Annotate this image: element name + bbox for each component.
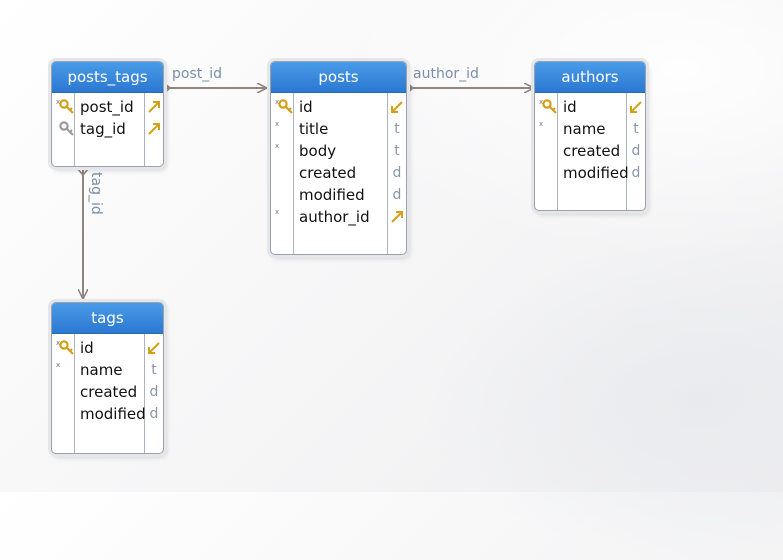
key-gray-icon bbox=[59, 121, 74, 136]
type-marker: t bbox=[633, 121, 639, 137]
nullable-x-icon: x bbox=[539, 98, 544, 106]
relation-tag-id-connector[interactable] bbox=[76, 167, 90, 298]
nullable-x-icon: x bbox=[56, 339, 61, 347]
column-name: name bbox=[563, 120, 606, 138]
column-name: name bbox=[80, 361, 123, 379]
table-tags[interactable]: tags x id x name t crea bbox=[51, 302, 164, 454]
primary-arrow-icon bbox=[391, 101, 403, 113]
relation-label-tag-id: tag_id bbox=[88, 172, 104, 215]
column-row[interactable]: x author_id bbox=[271, 206, 406, 228]
primary-key-icon bbox=[278, 99, 293, 114]
marker-gutter bbox=[52, 93, 75, 166]
column-name: id bbox=[299, 98, 313, 116]
table-title[interactable]: posts_tags bbox=[52, 62, 163, 93]
type-marker: d bbox=[631, 165, 641, 181]
column-row[interactable]: created d bbox=[535, 140, 645, 162]
primary-key-icon bbox=[59, 340, 74, 355]
foreign-key-arrow-icon bbox=[148, 123, 160, 135]
table-posts[interactable]: posts x id x title t x b bbox=[270, 61, 407, 255]
column-row[interactable]: x body t bbox=[271, 140, 406, 162]
type-marker: d bbox=[392, 165, 402, 181]
column-row[interactable]: x id bbox=[271, 96, 406, 118]
column-row[interactable]: created d bbox=[52, 381, 163, 403]
foreign-key-arrow-icon bbox=[391, 211, 403, 223]
marker-gutter bbox=[271, 93, 294, 254]
column-name: tag_id bbox=[80, 120, 126, 138]
column-name: author_id bbox=[299, 208, 370, 226]
column-name: id bbox=[563, 98, 577, 116]
nullable-x-icon: x bbox=[275, 208, 280, 216]
column-row[interactable]: created d bbox=[271, 162, 406, 184]
column-name: created bbox=[299, 164, 357, 182]
relation-label-post-id: post_id bbox=[172, 66, 223, 82]
primary-key-icon bbox=[59, 99, 74, 114]
column-row[interactable]: x id bbox=[52, 337, 163, 359]
column-name: created bbox=[563, 142, 621, 160]
diagram-canvas[interactable]: post_id author_id tag_id posts_tags x po… bbox=[0, 0, 783, 492]
column-name: modified bbox=[563, 164, 629, 182]
column-row[interactable]: tag_id bbox=[52, 118, 163, 140]
type-gutter bbox=[144, 334, 163, 453]
type-marker: d bbox=[149, 384, 159, 400]
column-row[interactable]: x id bbox=[535, 96, 645, 118]
column-name: title bbox=[299, 120, 329, 138]
marker-gutter bbox=[52, 334, 75, 453]
type-marker: t bbox=[394, 121, 400, 137]
column-name: id bbox=[80, 339, 94, 357]
type-gutter bbox=[144, 93, 163, 166]
column-row[interactable]: modified d bbox=[52, 403, 163, 425]
column-name: modified bbox=[80, 405, 146, 423]
column-row[interactable]: x name t bbox=[52, 359, 163, 381]
type-marker: d bbox=[631, 143, 641, 159]
connectors-layer bbox=[76, 81, 783, 492]
column-row[interactable]: x name t bbox=[535, 118, 645, 140]
primary-arrow-icon bbox=[148, 342, 160, 354]
column-row[interactable]: modified d bbox=[271, 184, 406, 206]
nullable-x-icon: x bbox=[56, 361, 61, 369]
relation-label-author-id: author_id bbox=[413, 66, 479, 82]
primary-arrow-icon bbox=[630, 101, 642, 113]
marker-gutter bbox=[535, 93, 558, 210]
relation-post-id-connector[interactable] bbox=[162, 81, 266, 95]
column-name: post_id bbox=[80, 98, 134, 116]
table-title[interactable]: tags bbox=[52, 303, 163, 334]
type-marker: d bbox=[149, 406, 159, 422]
relation-author-id-connector[interactable] bbox=[405, 81, 533, 95]
table-posts-tags[interactable]: posts_tags x post_id tag_id bbox=[51, 61, 164, 167]
type-gutter bbox=[387, 93, 406, 254]
column-name: modified bbox=[299, 186, 365, 204]
column-row[interactable]: modified d bbox=[535, 162, 645, 184]
table-title[interactable]: posts bbox=[271, 62, 406, 93]
nullable-x-icon: x bbox=[56, 98, 61, 106]
column-row[interactable]: x post_id bbox=[52, 96, 163, 118]
foreign-key-arrow-icon bbox=[148, 101, 160, 113]
type-marker: t bbox=[151, 362, 157, 378]
nullable-x-icon: x bbox=[275, 120, 280, 128]
nullable-x-icon: x bbox=[539, 120, 544, 128]
nullable-x-icon: x bbox=[275, 142, 280, 150]
type-marker: t bbox=[394, 143, 400, 159]
column-row[interactable]: x title t bbox=[271, 118, 406, 140]
primary-key-icon bbox=[542, 99, 557, 114]
table-title[interactable]: authors bbox=[535, 62, 645, 93]
column-name: created bbox=[80, 383, 138, 401]
type-marker: d bbox=[392, 187, 402, 203]
nullable-x-icon: x bbox=[275, 98, 280, 106]
column-name: body bbox=[299, 142, 337, 160]
table-authors[interactable]: authors x id x name t c bbox=[534, 61, 646, 211]
type-gutter bbox=[626, 93, 645, 210]
